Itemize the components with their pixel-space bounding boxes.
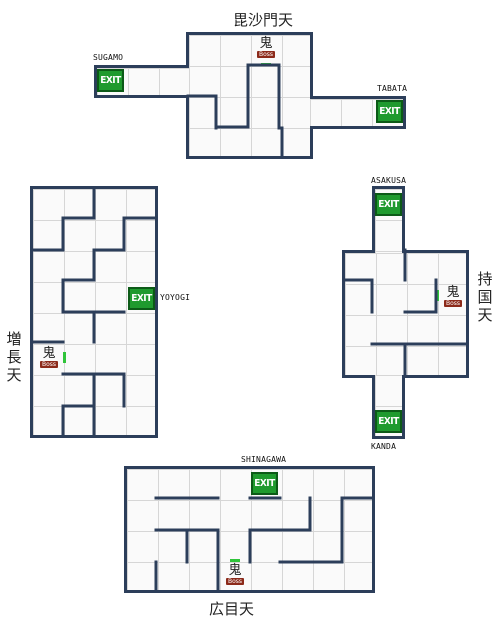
asakusa-label: ASAKUSA [371,176,407,185]
demon-face-icon: 鬼 [446,285,460,300]
west-boss[interactable]: 鬼 Boss [37,346,61,372]
demon-face-icon: 鬼 [228,563,242,578]
south-map-room [124,466,375,593]
boss-tag: Boss [39,361,59,368]
maze-wall [216,63,250,129]
yoyogi-label: YOYOGI [160,293,191,302]
east-map-title: 持国天 [477,270,493,324]
maze-wall [186,94,218,130]
tabata-label: TABATA [377,84,408,93]
kanda-label: KANDA [371,442,397,451]
north-boss[interactable]: 鬼 Boss [254,36,278,62]
maze-wall [248,63,281,98]
maze-wall [403,278,438,314]
maze-wall [61,248,126,314]
maze-wall [92,216,157,252]
boss-tag: Boss [256,51,276,58]
asakusa-exit[interactable]: EXIT [375,193,402,216]
shinagawa-label: SHINAGAWA [241,455,287,464]
maze-wall [30,216,65,252]
maze-wall [278,496,375,564]
boss-tag: Boss [225,578,245,585]
yoyogi-exit[interactable]: EXIT [128,287,155,310]
boss-tag: Boss [443,300,463,307]
south-boss-door [230,559,240,562]
sugamo-exit[interactable]: EXIT [97,69,124,92]
west-boss-door [63,352,66,363]
sugamo-label: SUGAMO [93,53,124,62]
maze-wall [61,404,96,438]
maze-wall [342,278,374,314]
demon-face-icon: 鬼 [259,36,273,51]
maze-wall [154,528,220,593]
tabata-exit[interactable]: EXIT [376,100,403,123]
north-map-title: 毘沙門天 [233,11,294,29]
south-map-title: 広目天 [209,600,255,618]
kanda-exit[interactable]: EXIT [375,410,402,433]
shinagawa-exit[interactable]: EXIT [251,472,278,495]
maze-wall [248,496,312,564]
west-map-title: 増長天 [6,330,22,384]
demon-face-icon: 鬼 [42,346,56,361]
maze-wall [61,186,96,220]
east-boss[interactable]: 鬼 Boss [441,285,465,311]
south-boss[interactable]: 鬼 Boss [223,563,247,589]
maze-wall [61,372,126,408]
